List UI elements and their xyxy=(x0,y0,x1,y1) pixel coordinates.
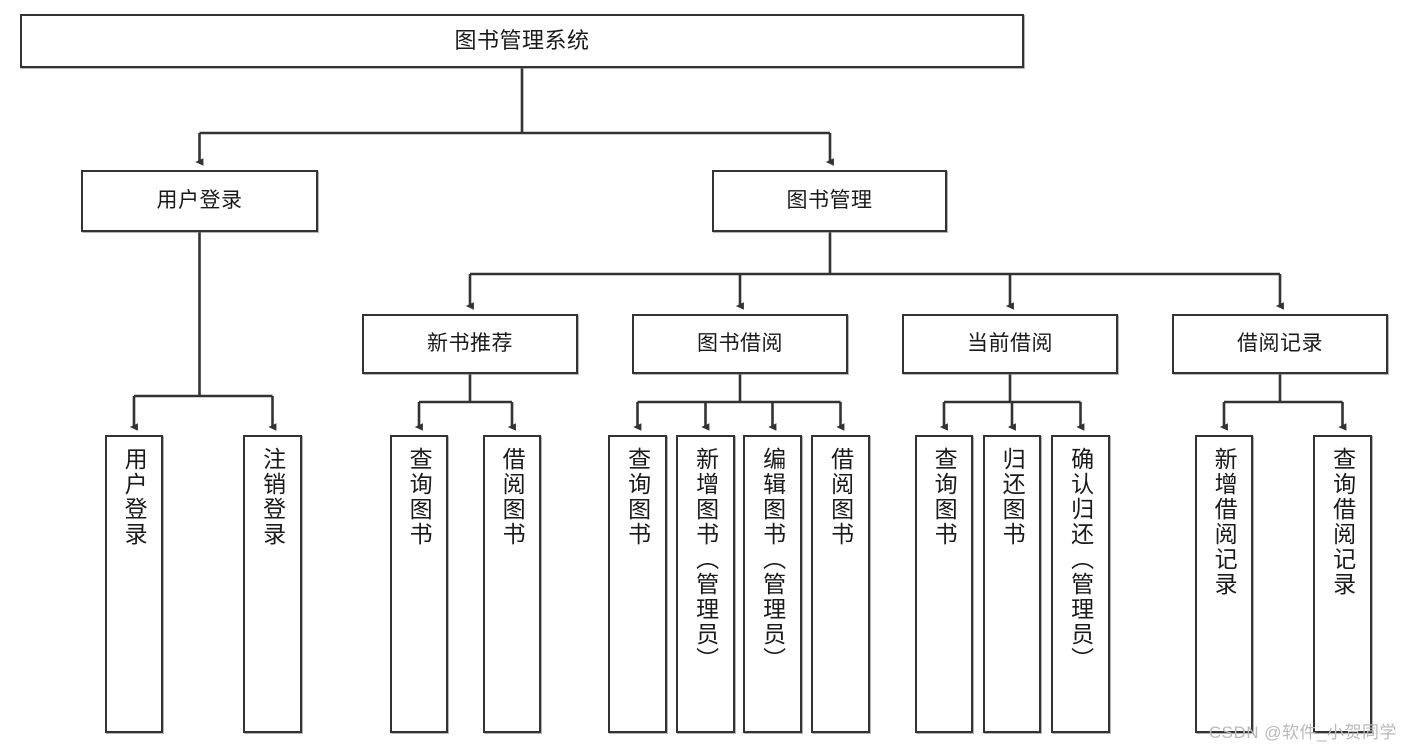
node-leaf-borrow-book-new-label: 借阅图书 xyxy=(499,447,526,547)
node-leaf-add-book-admin[interactable]: 新增图书（管理员） xyxy=(676,435,735,733)
node-leaf-query-book-current[interactable]: 查询图书 xyxy=(915,435,973,733)
node-current-borrow[interactable]: 当前借阅 xyxy=(902,314,1118,374)
node-leaf-query-book-new-label: 查询图书 xyxy=(406,447,433,547)
node-new-book-recommend[interactable]: 新书推荐 xyxy=(362,314,578,374)
node-leaf-borrow-book-label: 借阅图书 xyxy=(827,447,854,547)
node-leaf-return-book-label: 归还图书 xyxy=(999,447,1026,547)
node-leaf-user-logout[interactable]: 注销登录 xyxy=(243,435,302,733)
node-leaf-confirm-return-admin[interactable]: 确认归还（管理员） xyxy=(1051,435,1110,733)
node-current-borrow-label: 当前借阅 xyxy=(967,331,1053,355)
node-root-label: 图书管理系统 xyxy=(454,28,590,54)
node-user-login-label: 用户登录 xyxy=(156,188,243,212)
node-book-management[interactable]: 图书管理 xyxy=(712,170,947,232)
watermark-text: CSDN @软件_小贺同学 xyxy=(1208,723,1397,742)
node-leaf-query-book-current-label: 查询图书 xyxy=(931,447,958,547)
node-book-borrow[interactable]: 图书借阅 xyxy=(632,314,848,374)
node-user-login[interactable]: 用户登录 xyxy=(81,170,318,232)
node-borrow-record-label: 借阅记录 xyxy=(1237,331,1323,355)
node-leaf-add-book-admin-label: 新增图书（管理员） xyxy=(692,447,719,672)
node-leaf-user-login[interactable]: 用户登录 xyxy=(105,435,163,733)
node-book-borrow-label: 图书借阅 xyxy=(697,331,783,355)
node-leaf-user-logout-label: 注销登录 xyxy=(259,447,286,547)
node-leaf-user-login-label: 用户登录 xyxy=(121,447,148,547)
node-leaf-query-borrow-record[interactable]: 查询借阅记录 xyxy=(1313,435,1372,733)
node-leaf-edit-book-admin[interactable]: 编辑图书（管理员） xyxy=(743,435,802,733)
node-leaf-add-borrow-record[interactable]: 新增借阅记录 xyxy=(1195,435,1253,733)
node-root[interactable]: 图书管理系统 xyxy=(20,14,1024,68)
node-leaf-query-book-new[interactable]: 查询图书 xyxy=(390,435,448,733)
node-borrow-record[interactable]: 借阅记录 xyxy=(1172,314,1388,374)
node-leaf-add-borrow-record-label: 新增借阅记录 xyxy=(1211,447,1238,597)
node-leaf-borrow-book[interactable]: 借阅图书 xyxy=(811,435,870,733)
node-leaf-return-book[interactable]: 归还图书 xyxy=(983,435,1041,733)
node-leaf-borrow-book-new[interactable]: 借阅图书 xyxy=(483,435,541,733)
node-leaf-confirm-return-admin-label: 确认归还（管理员） xyxy=(1067,447,1094,672)
node-new-book-recommend-label: 新书推荐 xyxy=(427,331,513,355)
node-book-management-label: 图书管理 xyxy=(786,188,873,212)
node-leaf-query-book-borrow[interactable]: 查询图书 xyxy=(608,435,667,733)
node-leaf-query-borrow-record-label: 查询借阅记录 xyxy=(1329,447,1356,597)
node-leaf-edit-book-admin-label: 编辑图书（管理员） xyxy=(759,447,786,672)
node-leaf-query-book-borrow-label: 查询图书 xyxy=(624,447,651,547)
